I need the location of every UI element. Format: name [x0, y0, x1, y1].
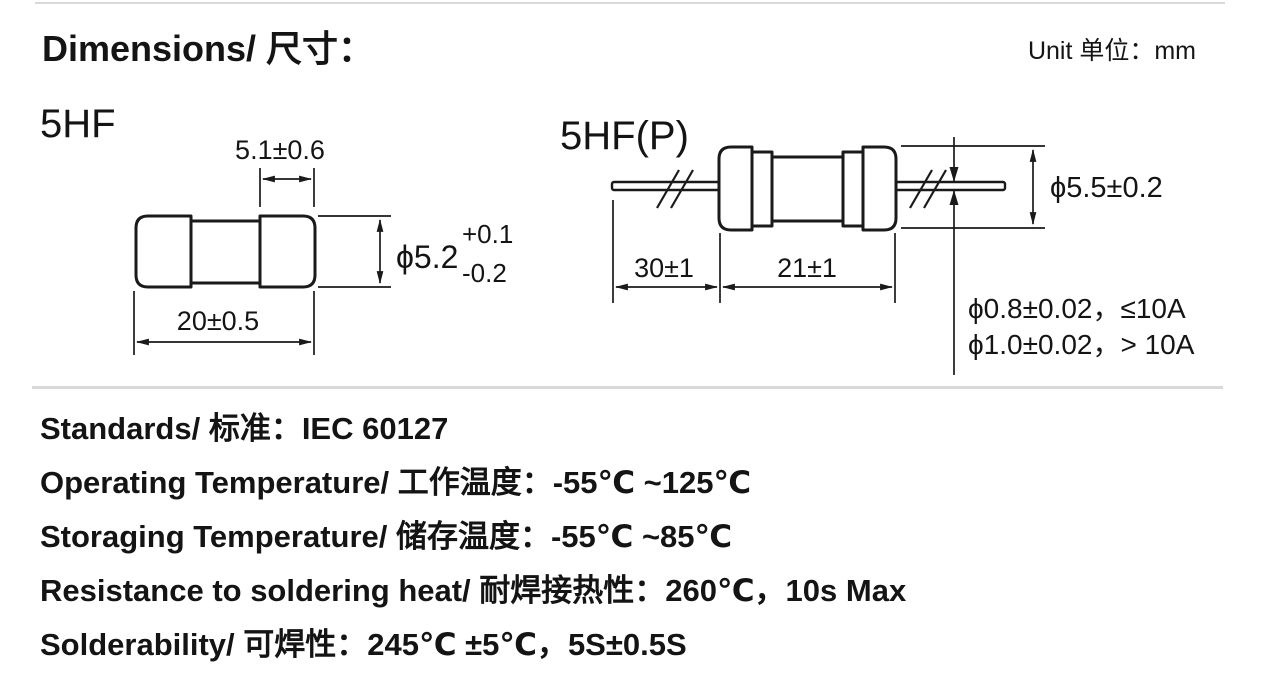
unit-label: Unit 单位：mm: [1027, 37, 1196, 65]
spec-solderability: Solderability/ 可焊性：245℃ ±5℃，5S±0.5S: [40, 627, 687, 662]
top-divider: [35, 2, 1225, 4]
dim-5hf-length: 20±0.5: [177, 306, 259, 336]
diagram-label-5hf: 5HF: [40, 102, 116, 146]
fuse-5hfp-dimensions: 30±1 21±1 ϕ5.5±0.2 ϕ0.8±0.02，≤10A ϕ1.0±0…: [612, 137, 1195, 375]
diagram-label-5hfp: 5HF(P): [560, 114, 689, 158]
spec-storaging-temperature: Storaging Temperature/ 储存温度：-55℃ ~85℃: [40, 519, 733, 554]
spec-soldering-heat-resistance: Resistance to soldering heat/ 耐焊接热性：260℃…: [40, 573, 907, 608]
fuse-5hfp-drawing: [610, 145, 1007, 232]
dim-5hf-diameter-tol-minus: -0.2: [462, 258, 507, 288]
dim-5hfp-body-length: 21±1: [777, 253, 837, 283]
dim-5hfp-diameter: ϕ5.5±0.2: [1050, 172, 1163, 204]
dim-5hfp-lead-diameter-high: ϕ1.0±0.02，> 10A: [968, 329, 1195, 360]
dimension-drawings: 5.1±0.6 ϕ5.2 +0.1 -0.2 20±0.5: [133, 135, 1195, 375]
dim-5hfp-lead-diameter-low: ϕ0.8±0.02，≤10A: [968, 293, 1186, 324]
page-title: Dimensions/ 尺寸：: [42, 28, 375, 69]
fuse-5hf-drawing: [134, 214, 317, 289]
spec-standards: Standards/ 标准：IEC 60127: [40, 411, 449, 446]
section-divider: [32, 386, 1223, 389]
dim-5hf-diameter-tol-plus: +0.1: [462, 219, 513, 249]
specs-list: Standards/ 标准：IEC 60127 Operating Temper…: [40, 402, 1240, 672]
dim-5hf-diameter: ϕ5.2: [396, 239, 458, 275]
fuse-5hf-dimensions: 5.1±0.6 ϕ5.2 +0.1 -0.2 20±0.5: [133, 135, 513, 355]
dim-5hfp-lead-length: 30±1: [634, 253, 694, 283]
dim-5hf-cap-width: 5.1±0.6: [235, 135, 325, 165]
spec-operating-temperature: Operating Temperature/ 工作温度：-55℃ ~125℃: [40, 465, 752, 500]
